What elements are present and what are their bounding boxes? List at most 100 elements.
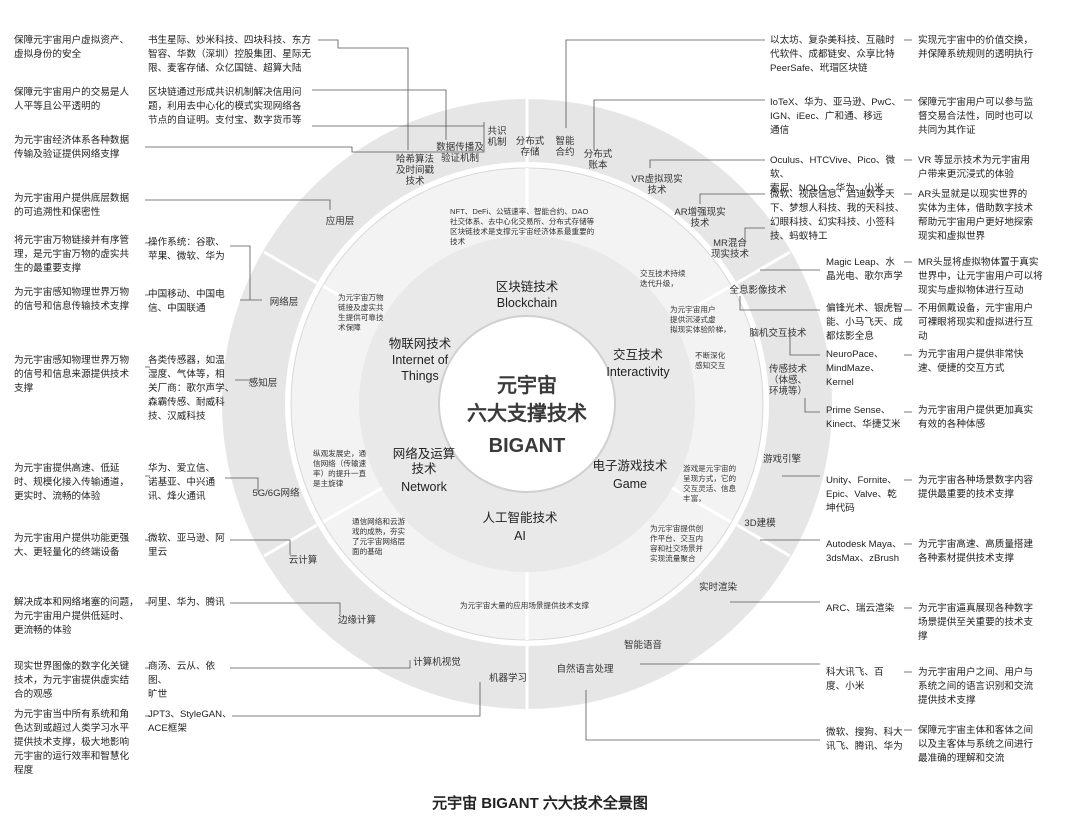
connector-lines	[145, 39, 912, 741]
core-ai-zh: 人工智能技术	[482, 510, 558, 525]
ring-5g: 5G/6G网络	[253, 487, 300, 499]
ring-holo: 全息影像技术	[729, 284, 787, 296]
core-iot-en-1: Internet of	[392, 353, 449, 367]
right-desc-8: 为元宇宙用户提供更加真实 有效的各种体感	[918, 405, 1034, 430]
core-ai-en: AI	[514, 529, 526, 543]
right-company-7: NeuroPace、 MindMaze、 Kernel	[826, 349, 884, 388]
left-company-5: 各类传感器，如温 湿度、气体等，相 关厂商：歌尔声学、 森霸传感、耐威科 技、汉…	[148, 355, 235, 422]
ring-cloud: 云计算	[289, 554, 318, 566]
note-game-2: 为元宇宙提供创作平台、交互内容和社交场景并实现流量聚合	[650, 523, 704, 563]
left-company-2: 区块链通过形成共识机制解决信用问 题，利用去中心化的模式实现网络各 节点的自证明…	[148, 87, 302, 126]
ring-smart-contract: 智能合约	[555, 135, 575, 158]
right-company-5: Magic Leap、水 晶光电、歌尔声学	[826, 257, 903, 282]
right-company-1: 以太坊、复杂美科技、互融时 代软件、成都链安、众享比特 PeerSafe、玳瑁区…	[770, 35, 895, 74]
note-interact-3: 不断深化感知交互	[695, 350, 726, 370]
right-company-2: IoTeX、华为、亚马逊、PwC、 IGN、iEec、广和通、移远 通信	[770, 97, 902, 136]
center-circle	[438, 315, 616, 493]
note-game-1: 游戏是元宇宙的呈现方式，它的交互灵活、信息丰富，	[683, 463, 737, 503]
left-company-8: 阿里、华为、腾讯	[148, 597, 225, 608]
core-interactivity-en: Interactivity	[606, 365, 670, 379]
left-company-6: 华为、爱立信、 诺基亚、中兴通 讯、烽火通讯	[148, 463, 216, 502]
core-iot-zh: 物联网技术	[389, 337, 452, 351]
left-desc-3: 为元宇宙经济体系各种数据 传输及验证提供网络支撑	[14, 135, 130, 160]
note-blockchain: NFT、DeFi、公链速率、智能合约、DAO 社交体系、去中心化交易所、分布式存…	[450, 206, 596, 246]
core-blockchain-en: Blockchain	[497, 296, 557, 310]
note-network-2: 通信网络和云游戏的成熟，夯实了元宇宙网络层面的基础	[352, 516, 406, 556]
ring-voice: 智能语音	[624, 639, 662, 651]
ring-sensing: 传感技术（体感、环境等）	[769, 363, 808, 397]
right-company-9: Unity、Fornite、 Epic、Valve、乾 坤代码	[826, 475, 897, 514]
right-desc-5: MR头显将虚拟物体置于真实 世界中，让元宇宙用户可以将 现实与虚拟物体进行互动	[918, 257, 1043, 296]
ring-network-layer: 网络层	[270, 296, 299, 308]
note-interact-1: 交互技术持续迭代升级，	[640, 268, 686, 288]
left-desc-6: 为元宇宙感知物理世界万物 的信号和信息传输技术支撑	[14, 287, 130, 312]
left-desc-11: 现实世界图像的数字化关键 技术，为元宇宙提供虚实结 合的观感	[14, 661, 130, 700]
left-desc-10: 解决成本和网络堵塞的问题， 为元宇宙用户提供低延时、 更流畅的体验	[14, 597, 139, 636]
left-desc-5: 将元宇宙万物链接并有序管 理，是元宇宙万物的虚实共 生的最重要支撑	[14, 235, 130, 274]
ring-game-engine: 游戏引擎	[763, 453, 802, 465]
right-desc-6: 不用佩戴设备，元宇宙用户 可裸眼将现实和虚拟进行互 动	[918, 303, 1034, 342]
core-tech-labels: 区块链技术 Blockchain 交互技术 Interactivity 电子游戏…	[389, 279, 671, 543]
left-company-3: 操作系统：谷歌、 苹果、微软、华为	[148, 237, 225, 262]
ring-ml: 机器学习	[489, 672, 527, 684]
right-desc-10: 为元宇宙高速、高质量搭建 各种素材提供技术支撑	[918, 539, 1034, 564]
center-title-1: 元宇宙	[497, 373, 557, 397]
ring-hash: 哈希算法及时间戳技术	[396, 153, 435, 187]
right-company-6: 偏锋光术、银虎智 能、小马飞天、成 都炫影全息	[826, 303, 903, 342]
outer-ring-dividers	[263, 99, 791, 709]
right-desc-7: 为元宇宙用户提供非常快 速、便捷的交互方式	[918, 349, 1024, 374]
ring-perception: 感知层	[249, 377, 278, 389]
right-desc-2: 保障元宇宙用户可以参与监 督交易合法性，同时也可以 共同为其作证	[918, 97, 1034, 136]
note-iot: 为元宇宙万物链接及虚实共生提供可靠技术保障	[338, 292, 384, 332]
ring-data-verify: 数据传播及验证机制	[436, 141, 484, 164]
ring-edge: 边缘计算	[338, 614, 376, 626]
right-company-11: ARC、瑞云渲染	[826, 603, 895, 614]
ring-app-layer: 应用层	[326, 215, 355, 227]
left-desc-4: 为元宇宙用户提供底层数据 的可追溯性和保密性	[14, 193, 130, 218]
core-blockchain-zh: 区块链技术	[496, 279, 559, 294]
left-company-9: 商汤、云从、依图、 旷世	[148, 661, 216, 700]
center-title-3: BIGANT	[489, 435, 566, 457]
left-desc-2: 保障元宇宙用户的交易是人 人平等且公平透明的	[14, 87, 130, 112]
ring-nlp: 自然语言处理	[556, 663, 614, 675]
left-desc-1: 保障元宇宙用户虚拟资产、 虚拟身份的安全	[14, 35, 130, 60]
note-network-1: 纵观发展史，通信网络（传输速率）的提升一直是主旋律	[313, 448, 367, 488]
ring-mr: MR混合现实技术	[711, 237, 750, 260]
ring-dist-storage: 分布式存储	[516, 135, 545, 158]
ring-render: 实时渲染	[699, 581, 738, 593]
outer-ring-labels: 哈希算法及时间戳技术 数据传播及验证机制 共识机制 分布式存储 智能合约 分布式…	[249, 126, 808, 684]
ring-3d-model: 3D建模	[744, 517, 776, 529]
right-desc-4: AR头显就是以现实世界的 实体为主体，借助数字技术 帮助元宇宙用户更好地探索 现…	[918, 189, 1034, 242]
note-ai: 为元宇宙大量的应用场景提供技术支撑	[460, 600, 589, 610]
right-company-10: Autodesk Maya、 3dsMax、zBrush	[826, 539, 902, 564]
left-company-1: 书生星际、妙米科技、四块科技、东方 智容、华数（深圳）控股集团、星际无 限、麦客…	[148, 35, 312, 74]
core-network-zh-2: 技术	[411, 462, 437, 476]
left-desc-8: 为元宇宙提供高速、低延 时、规模化接入传输通道， 更实时、流畅的体验	[14, 463, 130, 502]
ring-bci: 脑机交互技术	[749, 327, 807, 339]
left-company-10: JPT3、StyleGAN、 ACE框架	[148, 709, 232, 734]
right-desc-12: 为元宇宙用户之间、用户与 系统之间的语言识别和交流 提供技术支撑	[918, 667, 1034, 706]
figure-caption: 元宇宙 BIGANT 六大技术全景图	[432, 795, 648, 812]
left-desc-12: 为元宇宙当中所有系统和角 色达到或超过人类学习水平 提供技术支撑，极大地影响 元…	[14, 709, 130, 776]
right-company-3: Oculus、HTCVive、Pico、微软、 索尼、NOLO、华为、小米	[770, 155, 896, 194]
right-desc-9: 为元宇宙各种场景数字内容 提供最重要的技术支撑	[918, 475, 1034, 500]
core-game-zh: 电子游戏技术	[592, 459, 668, 473]
core-game-en: Game	[613, 477, 647, 491]
note-interact-2: 为元宇宙用户提供沉浸式虚拟现实体验阶梯，	[670, 304, 731, 334]
ring-dist-ledger: 分布式账本	[584, 148, 613, 171]
right-company-12: 科大讯飞、百 度、小米	[826, 667, 884, 692]
left-desc-9: 为元宇宙用户提供功能更强 大、更轻量化的终端设备	[14, 533, 130, 558]
left-desc-7: 为元宇宙感知物理世界万物 的信号和信息来源提供技术 支撑	[14, 355, 130, 394]
ring-consensus: 共识机制	[487, 126, 506, 148]
ring-ar: AR增强现实技术	[674, 206, 725, 229]
right-desc-1: 实现元宇宙中的价值交换， 并保障系统规则的透明执行	[918, 35, 1034, 60]
core-network-en: Network	[401, 480, 448, 494]
right-company-8: Prime Sense、 Kinect、华捷艾米	[826, 405, 901, 430]
ring-cv: 计算机视觉	[413, 656, 461, 668]
right-company-4: 微软、视辰信息、启迪数字天 下、梦想人科技、我的天科技、 幻眼科技、幻实科技、小…	[770, 189, 905, 242]
core-iot-en-2: Things	[401, 369, 439, 383]
core-network-zh-1: 网络及运算	[393, 446, 456, 461]
center-title-2: 六大支撑技术	[467, 401, 587, 425]
core-network-zh: 网络及运算技术	[393, 446, 456, 476]
